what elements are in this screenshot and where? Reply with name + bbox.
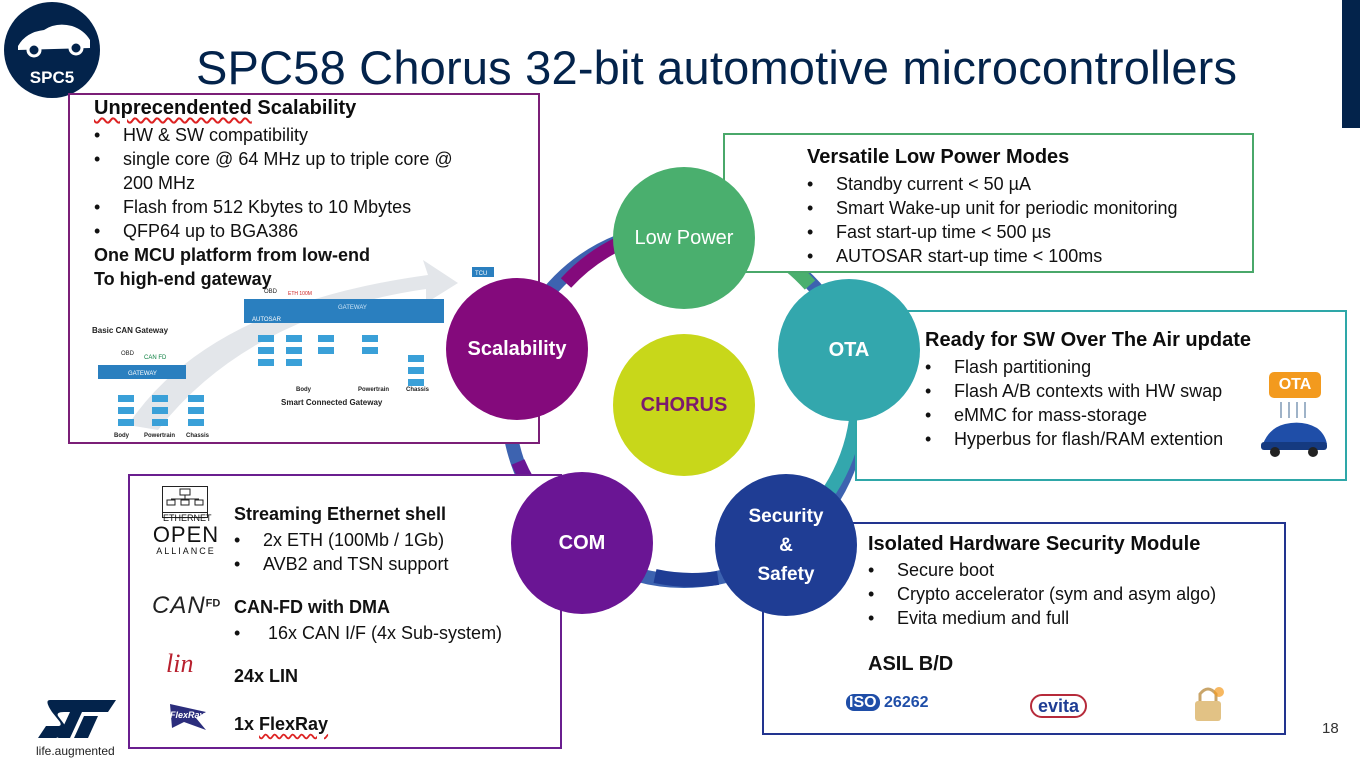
svg-text:Chassis: Chassis [406,387,430,393]
security-safety-node: Security & Safety [715,474,857,616]
list-item: AVB2 and TSN support [234,552,448,576]
evita-logo: evita [1030,694,1088,718]
basic-gateway-label: Basic CAN Gateway [92,326,169,335]
chorus-center-node: CHORUS [613,334,755,476]
lin-logo: lin [166,649,194,678]
page-title: SPC58 Chorus 32-bit automotive microcont… [196,41,1238,94]
right-accent-bar [1342,0,1360,128]
flexray-logo: FlexRay [166,702,210,732]
list-item: Smart Wake-up unit for periodic monitori… [807,196,1177,220]
can-fd-list: 16x CAN I/F (4x Sub-system) [234,621,502,645]
svg-text:Powertrain: Powertrain [144,433,175,439]
list-item: HW & SW compatibility [94,123,453,147]
scalability-list: HW & SW compatibility single core @ 64 M… [94,123,453,243]
iso-26262-logo: ISO 26262 [846,694,929,712]
padlock-icon [1195,687,1224,721]
low-power-heading: Versatile Low Power Modes [807,146,1070,168]
flexray-star-icon [170,704,206,730]
spc5-logo: SPC5 [4,2,100,98]
list-item: Flash A/B contexts with HW swap [925,379,1223,403]
svg-text:Body: Body [114,433,130,439]
svg-text:ETH 100M: ETH 100M [288,291,312,297]
smart-gateway-block [244,299,444,323]
list-item: Fast start-up time < 500 µs [807,220,1177,244]
list-item: Crypto accelerator (sym and asym algo) [868,582,1216,606]
list-item: 2x ETH (100Mb / 1Gb) [234,528,448,552]
svg-text:Powertrain: Powertrain [358,387,389,393]
security-heading: Isolated Hardware Security Module [868,533,1201,555]
scalability-heading: Unprecendented Scalability [94,97,357,119]
svg-text:Body: Body [296,387,312,393]
list-item: Secure boot [868,558,1216,582]
ota-node: OTA [778,279,920,421]
connected-car-icon [1261,402,1327,457]
network-icon [166,488,204,506]
list-item: Standby current < 50 µA [807,172,1177,196]
basic-gateway-block [98,365,186,379]
svg-text:CAN FD: CAN FD [144,355,167,361]
can-fd-heading: CAN-FD with DMA [234,597,390,617]
svg-text:GATEWAY: GATEWAY [338,305,367,311]
smart-gateway-label: Smart Connected Gateway [281,398,383,407]
svg-text:OBD: OBD [264,289,278,295]
car-icon [18,24,90,58]
brand-tagline: life.augmented [36,744,115,758]
list-item: eMMC for mass-storage [925,403,1223,427]
low-power-list: Standby current < 50 µA Smart Wake-up un… [807,172,1177,268]
ethernet-list: 2x ETH (100Mb / 1Gb) AVB2 and TSN suppor… [234,528,448,576]
svg-text:AUTOSAR: AUTOSAR [252,317,282,323]
scalability-footer: One MCU platform from low-end To high-en… [94,245,370,289]
low-power-box: Versatile Low Power Modes Standby curren… [723,133,1254,273]
svg-text:OBD: OBD [121,351,135,357]
svg-text:Chassis: Chassis [186,433,210,439]
list-item: Flash from 512 Kbytes to 10 Mbytes [94,195,453,219]
list-item: single core @ 64 MHz up to triple core @ [94,147,453,171]
com-box: ETHERNET OPEN ALLIANCE Streaming Etherne… [128,474,562,749]
ota-box: Ready for SW Over The Air update Flash p… [855,310,1347,481]
can-fd-logo: CANFD [152,592,221,619]
low-power-node: Low Power [613,167,755,309]
svg-text:GATEWAY: GATEWAY [128,371,157,377]
security-list: Secure boot Crypto accelerator (sym and … [868,558,1216,630]
ota-heading: Ready for SW Over The Air update [925,329,1251,351]
list-item: 16x CAN I/F (4x Sub-system) [234,621,502,645]
st-logo [38,700,116,738]
asil-label: ASIL B/D [868,653,954,675]
open-alliance-logo: OPEN ALLIANCE [152,522,220,557]
spc5-logo-text: SPC5 [29,68,75,87]
ethernet-logo: ETHERNET [162,486,212,523]
com-node: COM [511,472,653,614]
flexray-label: 1x FlexRay [234,714,329,734]
list-item: 200 MHz [123,173,196,193]
svg-text:TCU: TCU [475,271,487,277]
list-item: Hyperbus for flash/RAM extention [925,427,1223,451]
gateway-diagram: Basic CAN Gateway GATEWAY OBD CAN FD Bod… [92,260,494,439]
ota-badge: OTA [1269,372,1321,398]
list-item: QFP64 up to BGA386 [94,219,453,243]
ethernet-heading: Streaming Ethernet shell [234,504,447,524]
list-item: Evita medium and full [868,606,1216,630]
list-item: AUTOSAR start-up time < 100ms [807,244,1177,268]
page-number: 18 [1322,720,1339,737]
ota-list: Flash partitioning Flash A/B contexts wi… [925,355,1223,451]
lin-label: 24x LIN [234,666,299,686]
list-item: Flash partitioning [925,355,1223,379]
scalability-node: Scalability [446,278,588,420]
